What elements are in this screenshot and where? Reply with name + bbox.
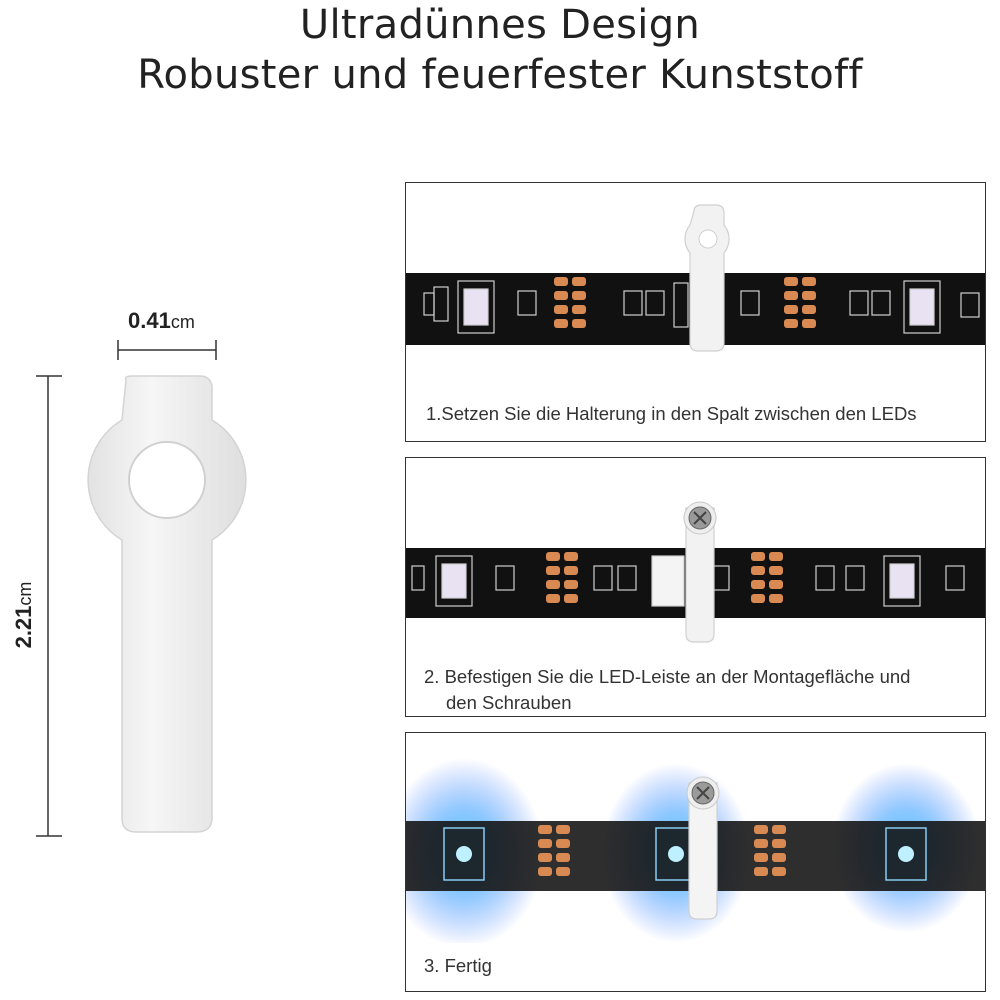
step-1-panel: 1.Setzen Sie die Halterung in den Spalt … [405,182,986,442]
title-line-2: Robuster und feuerfester Kunststoff [137,52,863,98]
step-1-caption: 1.Setzen Sie die Halterung in den Spalt … [426,403,917,424]
clip-step-1 [684,204,730,352]
mounting-clip-diagram [36,340,247,837]
step-3-caption: 3. Fertig [424,955,492,976]
led-strip-step-2 [406,501,985,643]
clip-body [87,375,247,833]
led-strip-step-1 [406,204,985,352]
step-3-panel: 3. Fertig [405,732,986,992]
clip-step-2 [683,501,717,643]
title-line-1: Ultradünnes Design [299,2,701,48]
width-dimension-label: 0.41cm [128,308,195,333]
width-dimension-line [117,340,217,360]
led-strip-step-3 [406,758,985,943]
step-2-panel: 2. Befestigen Sie die LED-Leiste an der … [405,457,986,717]
step-2-caption: 2. Befestigen Sie die LED-Leiste an der … [424,666,911,713]
height-dimension-line [36,375,62,837]
clip-step-3 [686,776,720,920]
